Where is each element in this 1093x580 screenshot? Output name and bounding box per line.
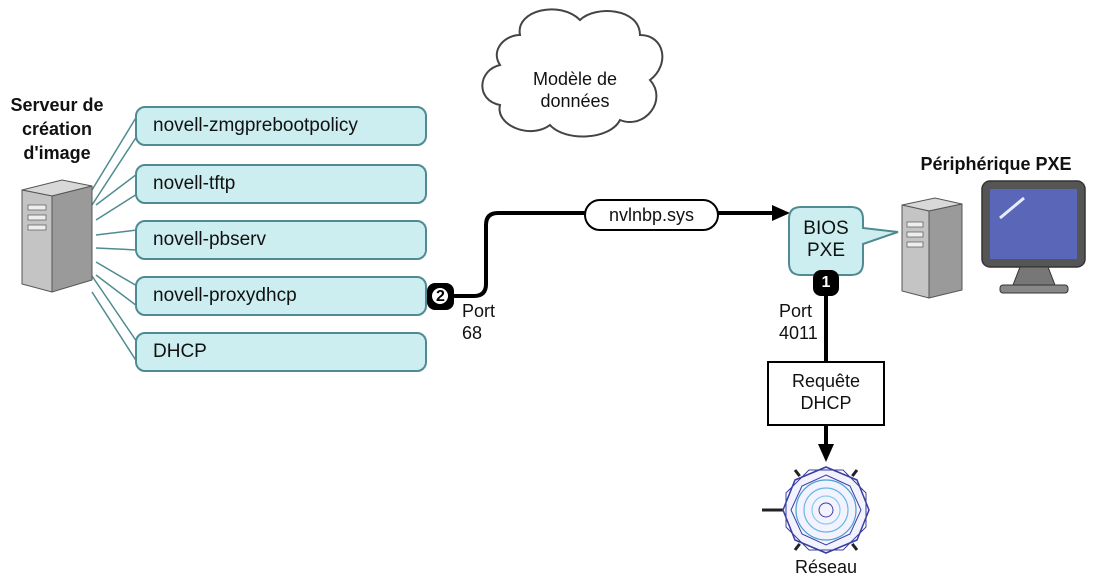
service-connector-lines [91,115,138,363]
cloud-label-line: données [540,91,610,111]
server-title-line: Serveur de [10,95,104,115]
port-label-line: 68 [462,323,483,343]
server-title: Serveur de création d'image [2,93,112,165]
route-arrowhead [772,205,790,221]
marker-2 [427,283,454,310]
service-box-tftp: novell-tftp [135,164,427,204]
service-label: novell-tftp [153,173,236,194]
server-title-line: création [21,119,93,139]
pxe-route-line [440,211,775,298]
pxe-device-title: Périphérique PXE [920,154,1072,174]
network-hub-icon [762,466,870,554]
service-box-zmgprebootpolicy: novell-zmgprebootpolicy [135,106,427,146]
port-4011-label: Port 4011 [779,300,818,344]
marker-1 [813,270,839,296]
service-box-pbserv: novell-pbserv [135,220,427,260]
request-box [767,361,885,426]
request-label-line: Requête [791,371,861,391]
service-label: novell-zmgprebootpolicy [153,115,358,136]
bios-pxe-bubble [788,206,899,276]
port-68-label: Port 68 [462,300,495,344]
marker-2-number: 2 [436,288,445,305]
workstation-icon [901,197,963,299]
bios-pxe-label: BIOS PXE [789,218,863,262]
service-label: DHCP [153,341,207,362]
marker-1-number: 1 [821,274,831,291]
service-box-proxydhcp: novell-proxydhcp [135,276,427,316]
bios-pxe-line: BIOS [803,218,849,239]
server-title-line: d'image [23,143,91,163]
cloud-label-line: Modèle de [532,69,618,89]
request-label-line: DHCP [800,393,852,413]
monitor-icon [981,180,1086,294]
bios-pxe-line: PXE [806,240,846,261]
network-label: Réseau [794,557,858,577]
file-pill [584,199,719,231]
service-label: novell-pbserv [153,229,266,250]
port-label-line: Port [462,301,496,321]
file-label: nvlnbp.sys [608,205,695,225]
service-label: novell-proxydhcp [153,285,297,306]
port-label-line: Port [779,301,813,321]
server-tower-icon [21,179,93,293]
port-label-line: 4011 [779,323,818,343]
service-box-dhcp: DHCP [135,332,427,372]
request-label: Requête DHCP [768,370,884,414]
request-arrowhead [818,444,834,462]
cloud-label: Modèle de données [520,68,630,112]
cloud-icon [481,8,664,138]
